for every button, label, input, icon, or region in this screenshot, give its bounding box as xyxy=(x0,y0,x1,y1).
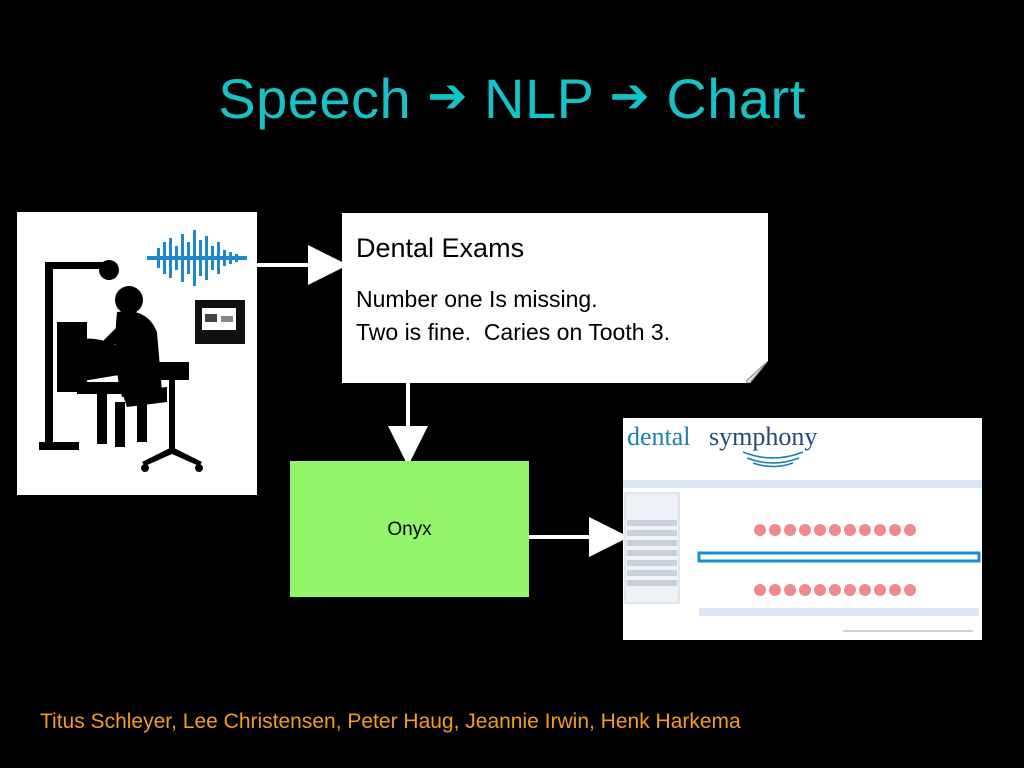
author-credits: Titus Schleyer, Lee Christensen, Peter H… xyxy=(40,710,741,734)
dental-exam-note: Dental Exams Number one Is missing. Two … xyxy=(342,213,768,383)
toolbar-strip xyxy=(699,608,979,616)
dental-symphony-screenshot: dental symphony xyxy=(623,418,982,640)
onyx-box: Onyx xyxy=(290,461,529,597)
note-heading: Dental Exams xyxy=(356,233,524,264)
note-line-1: Number one Is missing. xyxy=(356,286,598,312)
onyx-label: Onyx xyxy=(290,519,529,541)
tab-bar xyxy=(623,480,982,488)
lower-teeth xyxy=(754,584,916,596)
upper-teeth xyxy=(754,524,916,536)
dental-chart-screen: dental symphony xyxy=(623,418,982,640)
side-menu xyxy=(625,493,679,603)
selection-bar xyxy=(699,553,979,561)
logo-dental: dental xyxy=(627,422,691,451)
note-line-2: Two is fine. Caries on Tooth 3. xyxy=(356,319,670,345)
page-curl-icon xyxy=(746,361,768,383)
logo-symphony: symphony xyxy=(709,422,817,451)
note-body: Number one Is missing. Two is fine. Cari… xyxy=(356,283,670,349)
logo-swoosh-icon xyxy=(743,452,803,467)
